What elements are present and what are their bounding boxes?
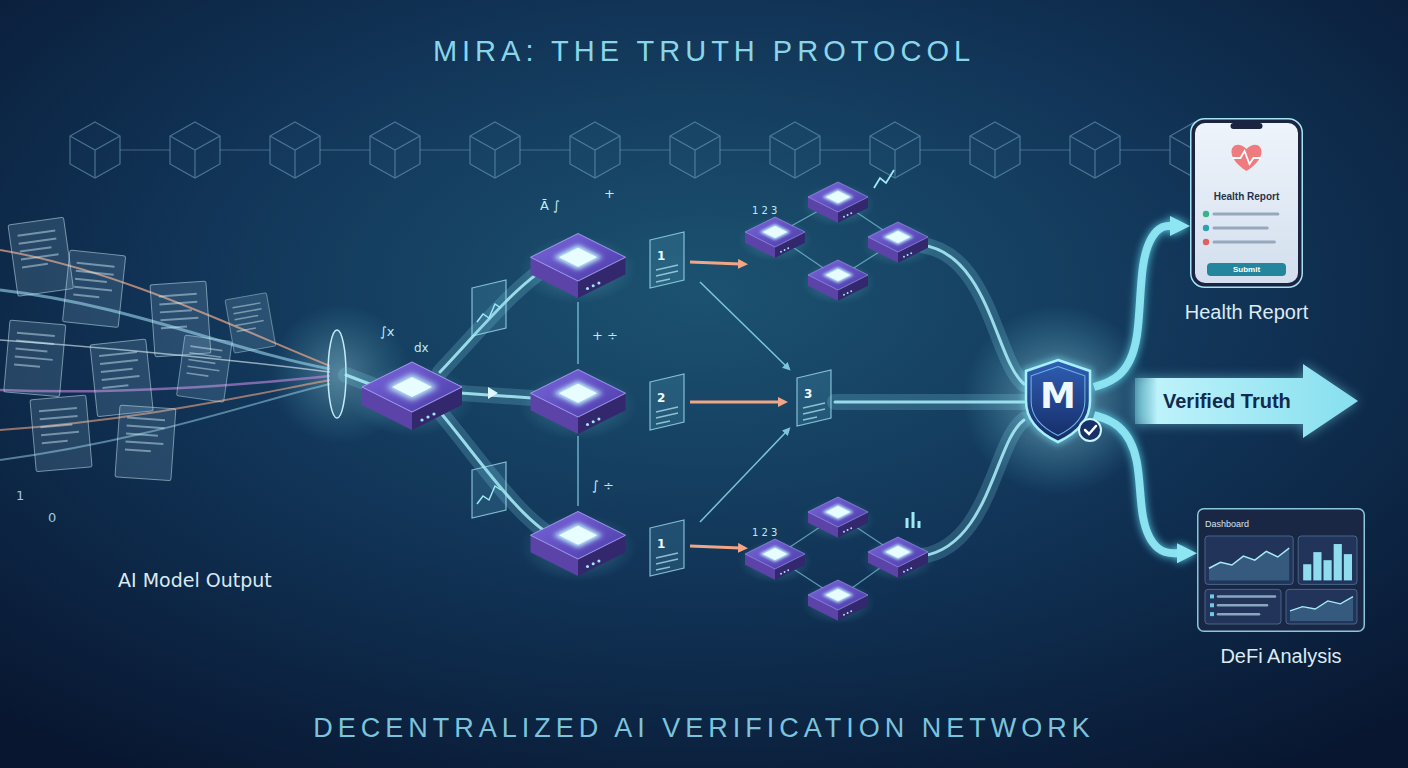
document-number: 3 xyxy=(804,388,812,402)
math-glyph: ∫ ÷ xyxy=(592,479,614,494)
label-anchor: 0 xyxy=(48,508,56,526)
text-slot: Submit xyxy=(1207,258,1286,276)
label-anchor: 1 xyxy=(657,534,665,552)
math-glyph: dx xyxy=(414,342,429,356)
flow-connector xyxy=(1094,415,1177,553)
math-glyph: + xyxy=(604,187,615,202)
label-anchor: + ÷ xyxy=(592,326,618,344)
binary-digit: 1 xyxy=(16,489,24,504)
label-anchor: ∫ ÷ xyxy=(592,476,614,494)
output-arrow: Verified Truth xyxy=(1135,364,1358,438)
device-caption: Health Report xyxy=(1185,301,1308,324)
title-anchor: MIRA: THE TRUTH PROTOCOL xyxy=(0,35,1408,68)
label-anchor: dx xyxy=(414,338,429,356)
text-slot: DeFi Analysis xyxy=(1220,645,1341,668)
label-anchor: 3 xyxy=(804,384,812,402)
phone-mockup: Health ReportSubmitHealth Report xyxy=(1190,118,1303,288)
text-slot: Dashboard xyxy=(1205,513,1249,531)
cluster-index: 1 2 3 xyxy=(752,205,777,217)
label-anchor: ∫x xyxy=(380,322,394,340)
label-anchor: + xyxy=(604,184,615,202)
panel-title: Dashboard xyxy=(1205,519,1249,529)
screen-title: Health Report xyxy=(1214,191,1280,203)
logo-letter: M xyxy=(1040,378,1076,414)
label-anchor: Ā ∫ xyxy=(540,196,560,214)
flow-connector xyxy=(1094,226,1170,387)
document-number: 2 xyxy=(657,392,665,406)
text-slot: Health Report xyxy=(1185,301,1308,324)
arrow-label: Verified Truth xyxy=(1163,390,1291,413)
device-caption: DeFi Analysis xyxy=(1220,645,1341,668)
cluster-index: 1 2 3 xyxy=(752,527,777,539)
text-slot: M xyxy=(1040,378,1076,414)
math-glyph: + ÷ xyxy=(592,329,618,344)
diagram-title: MIRA: THE TRUTH PROTOCOL xyxy=(433,35,975,68)
diagram-caption: DECENTRALIZED AI VERIFICATION NETWORK xyxy=(313,713,1095,744)
label-anchor: 2 xyxy=(657,388,665,406)
document-number: 1 xyxy=(657,250,665,264)
verification-shield: M xyxy=(1022,358,1094,444)
label-anchor: 1 2 3 xyxy=(752,522,777,540)
button-label: Submit xyxy=(1207,263,1286,276)
source-label: AI Model Output xyxy=(118,570,272,592)
math-glyph: ∫x xyxy=(380,325,394,340)
label-anchor: 1 2 3 xyxy=(752,200,777,218)
binary-digit: 0 xyxy=(48,511,56,526)
document-number: 1 xyxy=(657,538,665,552)
label-anchor: AI Model Output xyxy=(118,570,272,592)
text-slot: Health Report xyxy=(1214,186,1280,204)
caption-anchor: DECENTRALIZED AI VERIFICATION NETWORK xyxy=(0,713,1408,744)
text-slot: Verified Truth xyxy=(1163,390,1291,413)
label-anchor: 1 xyxy=(16,486,24,504)
dashboard-panel: DashboardDeFi Analysis xyxy=(1197,508,1365,632)
label-anchor: 1 xyxy=(657,246,665,264)
math-glyph: Ā ∫ xyxy=(540,199,560,214)
